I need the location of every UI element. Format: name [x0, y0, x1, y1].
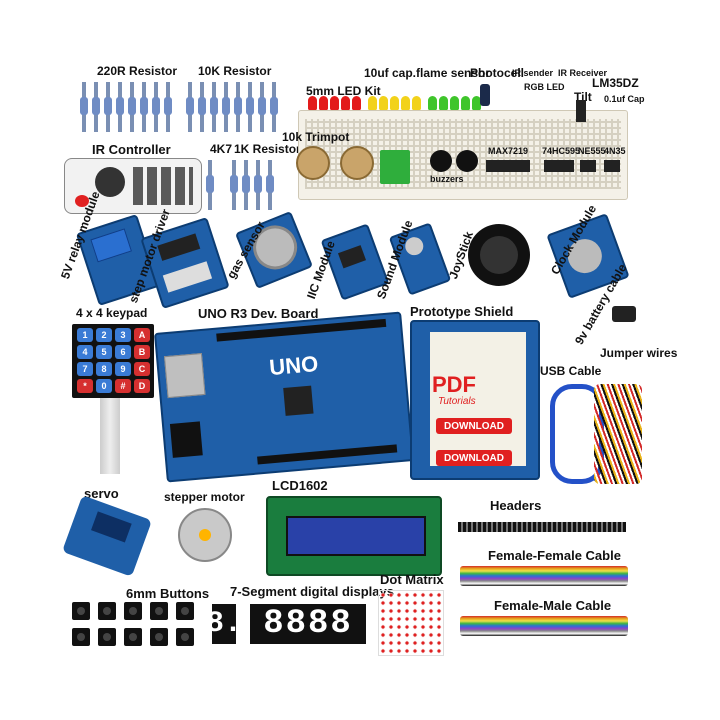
keypad-key: #	[115, 379, 131, 393]
7-segment-single: 8.	[206, 604, 242, 644]
label-photocell: Photocell	[470, 66, 525, 80]
female-male-cable	[460, 616, 628, 636]
keypad-key: 8	[96, 362, 112, 376]
label-servo: servo	[84, 486, 119, 501]
joystick-module	[468, 224, 530, 286]
label-10k-trimpot: 10k Trimpot	[282, 130, 350, 144]
label-ne555: NE555	[578, 146, 606, 156]
label-10k-resistor: 10K Resistor	[198, 64, 272, 78]
ne555-chip	[580, 160, 596, 172]
keypad-4x4: 1 2 3 A 4 5 6 B 7 8 9 C * 0 # D	[72, 324, 154, 398]
label-6mm-buttons: 6mm Buttons	[126, 586, 210, 601]
rgb-led-module	[380, 150, 410, 184]
capacitor	[480, 84, 490, 106]
label-female-male-cable: Female-Male Cable	[494, 598, 612, 613]
push-buttons	[72, 602, 202, 652]
label-rgb-led: RGB LED	[524, 82, 565, 92]
label-max7219: MAX7219	[488, 146, 529, 156]
prototype-shield: PDF Tutorials DOWNLOAD DOWNLOAD	[410, 320, 540, 480]
keypad-key: 9	[115, 362, 131, 376]
label-jumper-wires: Jumper wires	[600, 346, 678, 360]
trimpot-2	[340, 146, 374, 180]
keypad-key: *	[77, 379, 93, 393]
download-button-2[interactable]: DOWNLOAD	[436, 450, 512, 466]
label-ir-sender: IR sender	[512, 68, 554, 78]
7-segment-quad: 8888	[250, 604, 366, 644]
label-ir-controller: IR Controller	[92, 142, 171, 157]
label-lcd1602: LCD1602	[272, 478, 328, 493]
label-headers: Headers	[490, 498, 542, 513]
4n35-chip	[604, 160, 620, 172]
buzzer-2	[456, 150, 478, 172]
watermark-subtitle: Tutorials	[438, 396, 476, 407]
resistors-10k	[186, 82, 288, 142]
label-01uf-cap: 0.1uf Cap	[604, 94, 645, 104]
label-usb-cable: USB Cable	[540, 364, 602, 378]
female-female-cable	[460, 566, 628, 586]
lm35-sensor	[576, 100, 586, 122]
label-dot-matrix: Dot Matrix	[380, 572, 444, 587]
keypad-key: 3	[115, 328, 131, 342]
label-ir-receiver: IR Receiver	[558, 68, 608, 78]
uno-r3-board: UNO	[153, 311, 415, 483]
lcd1602-display	[266, 496, 442, 576]
keypad-key: 7	[77, 362, 93, 376]
max7219-chip	[486, 160, 530, 172]
label-uno-r3-dev-board: UNO R3 Dev. Board	[198, 306, 319, 321]
label-1k-resistor: 1K Resistor	[234, 142, 301, 156]
label-74hc595: 74HC595	[542, 146, 581, 156]
label-4n35: 4N35	[604, 146, 626, 156]
keypad-key: 6	[115, 345, 131, 359]
trimpot-1	[296, 146, 330, 180]
buzzer-1	[430, 150, 452, 172]
keypad-key: A	[134, 328, 150, 342]
label-lm35dz: LM35DZ	[592, 76, 639, 90]
uno-board-text: UNO	[268, 350, 320, 381]
keypad-key: 1	[77, 328, 93, 342]
label-stepper-motor: stepper motor	[164, 490, 245, 504]
jumper-wires	[594, 384, 642, 484]
keypad-key: 5	[96, 345, 112, 359]
label-prototype-shield: Prototype Shield	[410, 304, 514, 319]
keypad-key: D	[134, 379, 150, 393]
keypad-key: B	[134, 345, 150, 359]
led-kit	[308, 96, 508, 126]
label-buzzers: buzzers	[430, 174, 464, 184]
watermark-title: PDF	[432, 372, 476, 397]
label-female-female-cable: Female-Female Cable	[488, 548, 621, 563]
74hc595-chip	[544, 160, 574, 172]
pin-headers	[458, 522, 626, 532]
label-5mm-led-kit: 5mm LED Kit	[306, 84, 381, 98]
resistors-220r	[80, 82, 182, 142]
keypad-key: 2	[96, 328, 112, 342]
keypad-key: 4	[77, 345, 93, 359]
label-7-segment-displays: 7-Segment digital displays	[230, 584, 394, 599]
servo-motor	[61, 495, 153, 577]
label-4x4-keypad: 4 x 4 keypad	[76, 306, 148, 320]
download-button-1[interactable]: DOWNLOAD	[436, 418, 512, 434]
keypad-ribbon-cable	[100, 398, 120, 474]
label-10uf-cap-flame-sensor: 10uf cap.flame sensor	[364, 66, 491, 80]
ir-remote-controller	[64, 158, 202, 214]
label-220r-resistor: 220R Resistor	[97, 64, 178, 78]
resistors-1k	[206, 160, 288, 220]
stepper-motor	[178, 508, 232, 562]
keypad-key: C	[134, 362, 150, 376]
keypad-key: 0	[96, 379, 112, 393]
label-4k7: 4K7	[210, 142, 233, 156]
battery-cable	[612, 306, 636, 322]
dot-matrix-display	[378, 590, 444, 656]
